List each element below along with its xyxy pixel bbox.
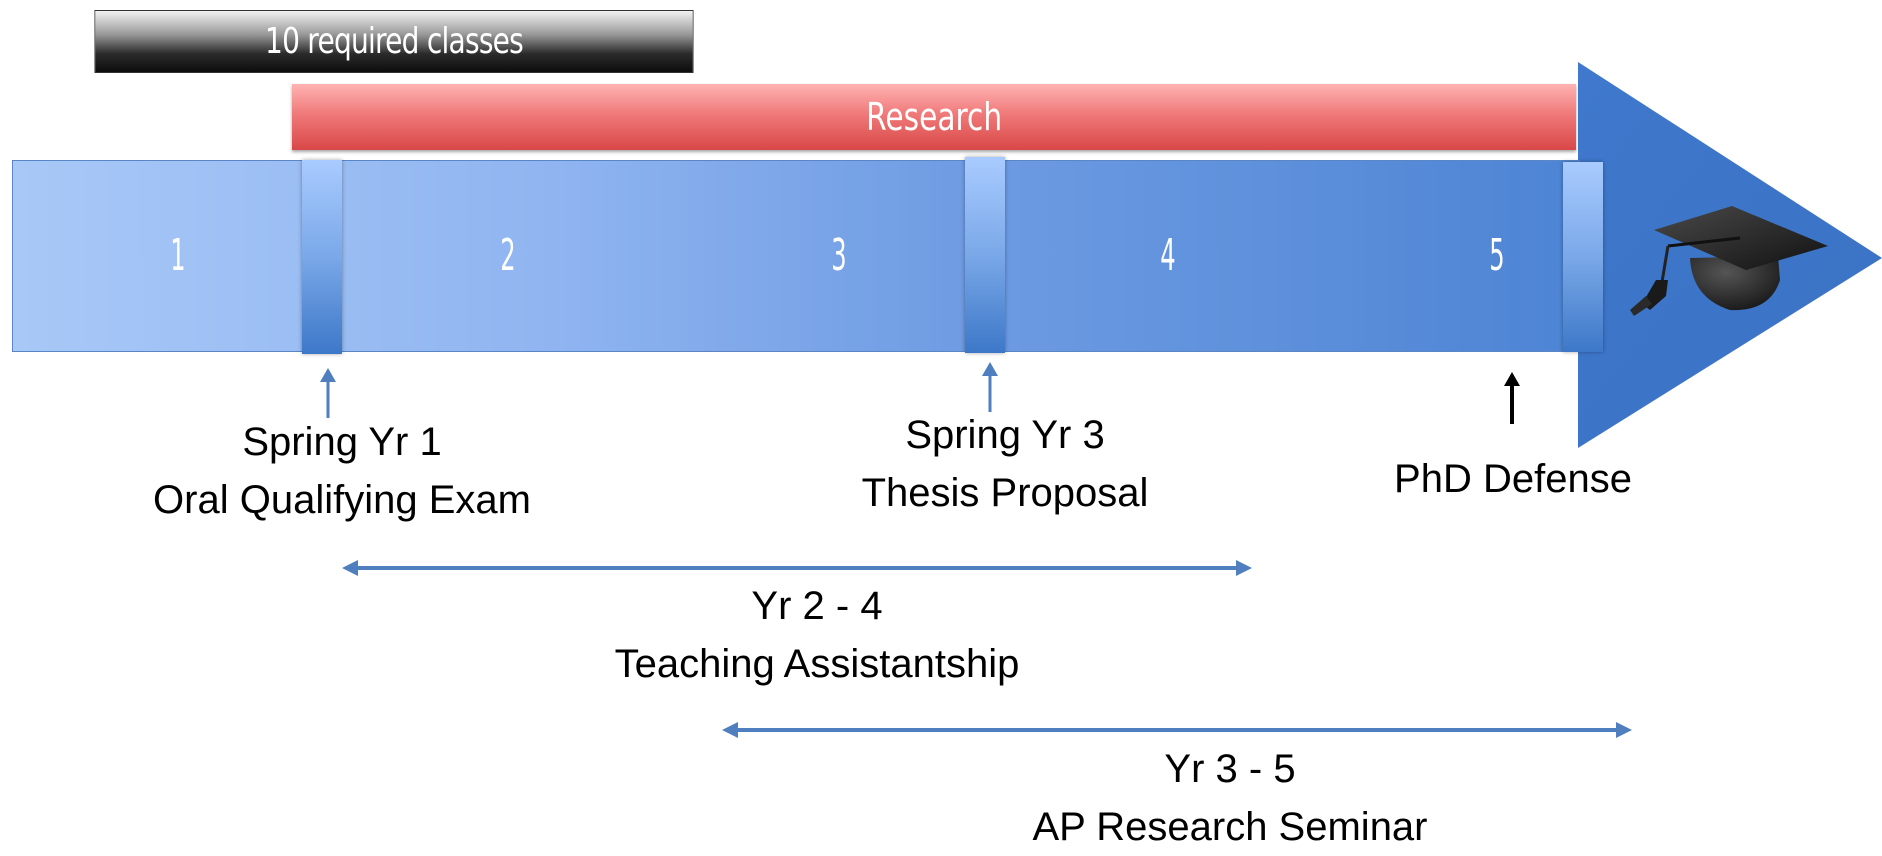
year-label-5: 5 — [1489, 230, 1505, 281]
phd-defense-label: PhD Defense — [1388, 450, 1638, 508]
seminar-line2: AP Research Seminar — [1032, 805, 1428, 849]
teaching-line2: Teaching Assistantship — [614, 642, 1020, 686]
research-bar: Research — [292, 84, 1576, 150]
oral-exam-line1: Spring Yr 1 — [242, 420, 442, 464]
oral-exam-label: Spring Yr 1 Oral Qualifying Exam — [140, 413, 544, 529]
phd-defense-line1: PhD Defense — [1394, 457, 1632, 501]
thesis-proposal-line2: Thesis Proposal — [861, 471, 1149, 515]
year-label-4: 4 — [1160, 230, 1176, 281]
teaching-assistantship-label: Yr 2 - 4 Teaching Assistantship — [587, 577, 1047, 693]
teaching-span-arrow — [342, 560, 1252, 576]
teaching-line1: Yr 2 - 4 — [751, 584, 883, 628]
oral-exam-arrow-icon — [320, 368, 336, 418]
defense-arrow-icon — [1504, 372, 1520, 424]
divider-oral-exam — [302, 160, 342, 354]
thesis-proposal-line1: Spring Yr 3 — [905, 413, 1105, 457]
year-label-3: 3 — [831, 230, 847, 281]
required-classes-bar: 10 required classes — [10, 10, 778, 73]
seminar-line1: Yr 3 - 5 — [1164, 747, 1296, 791]
ap-research-seminar-label: Yr 3 - 5 AP Research Seminar — [1000, 740, 1460, 856]
research-label: Research — [866, 95, 1002, 139]
seminar-span-arrow — [722, 722, 1632, 738]
required-classes-label: 10 required classes — [94, 10, 694, 73]
thesis-proposal-label: Spring Yr 3 Thesis Proposal — [855, 406, 1155, 522]
divider-defense — [1563, 162, 1603, 352]
year-label-1: 1 — [170, 230, 186, 281]
timeline-bar — [12, 160, 1580, 352]
graduation-cap-icon — [1630, 206, 1828, 316]
thesis-proposal-arrow-icon — [982, 362, 998, 412]
year-label-2: 2 — [500, 230, 516, 281]
divider-thesis-proposal — [965, 157, 1005, 353]
oral-exam-line2: Oral Qualifying Exam — [153, 478, 531, 522]
